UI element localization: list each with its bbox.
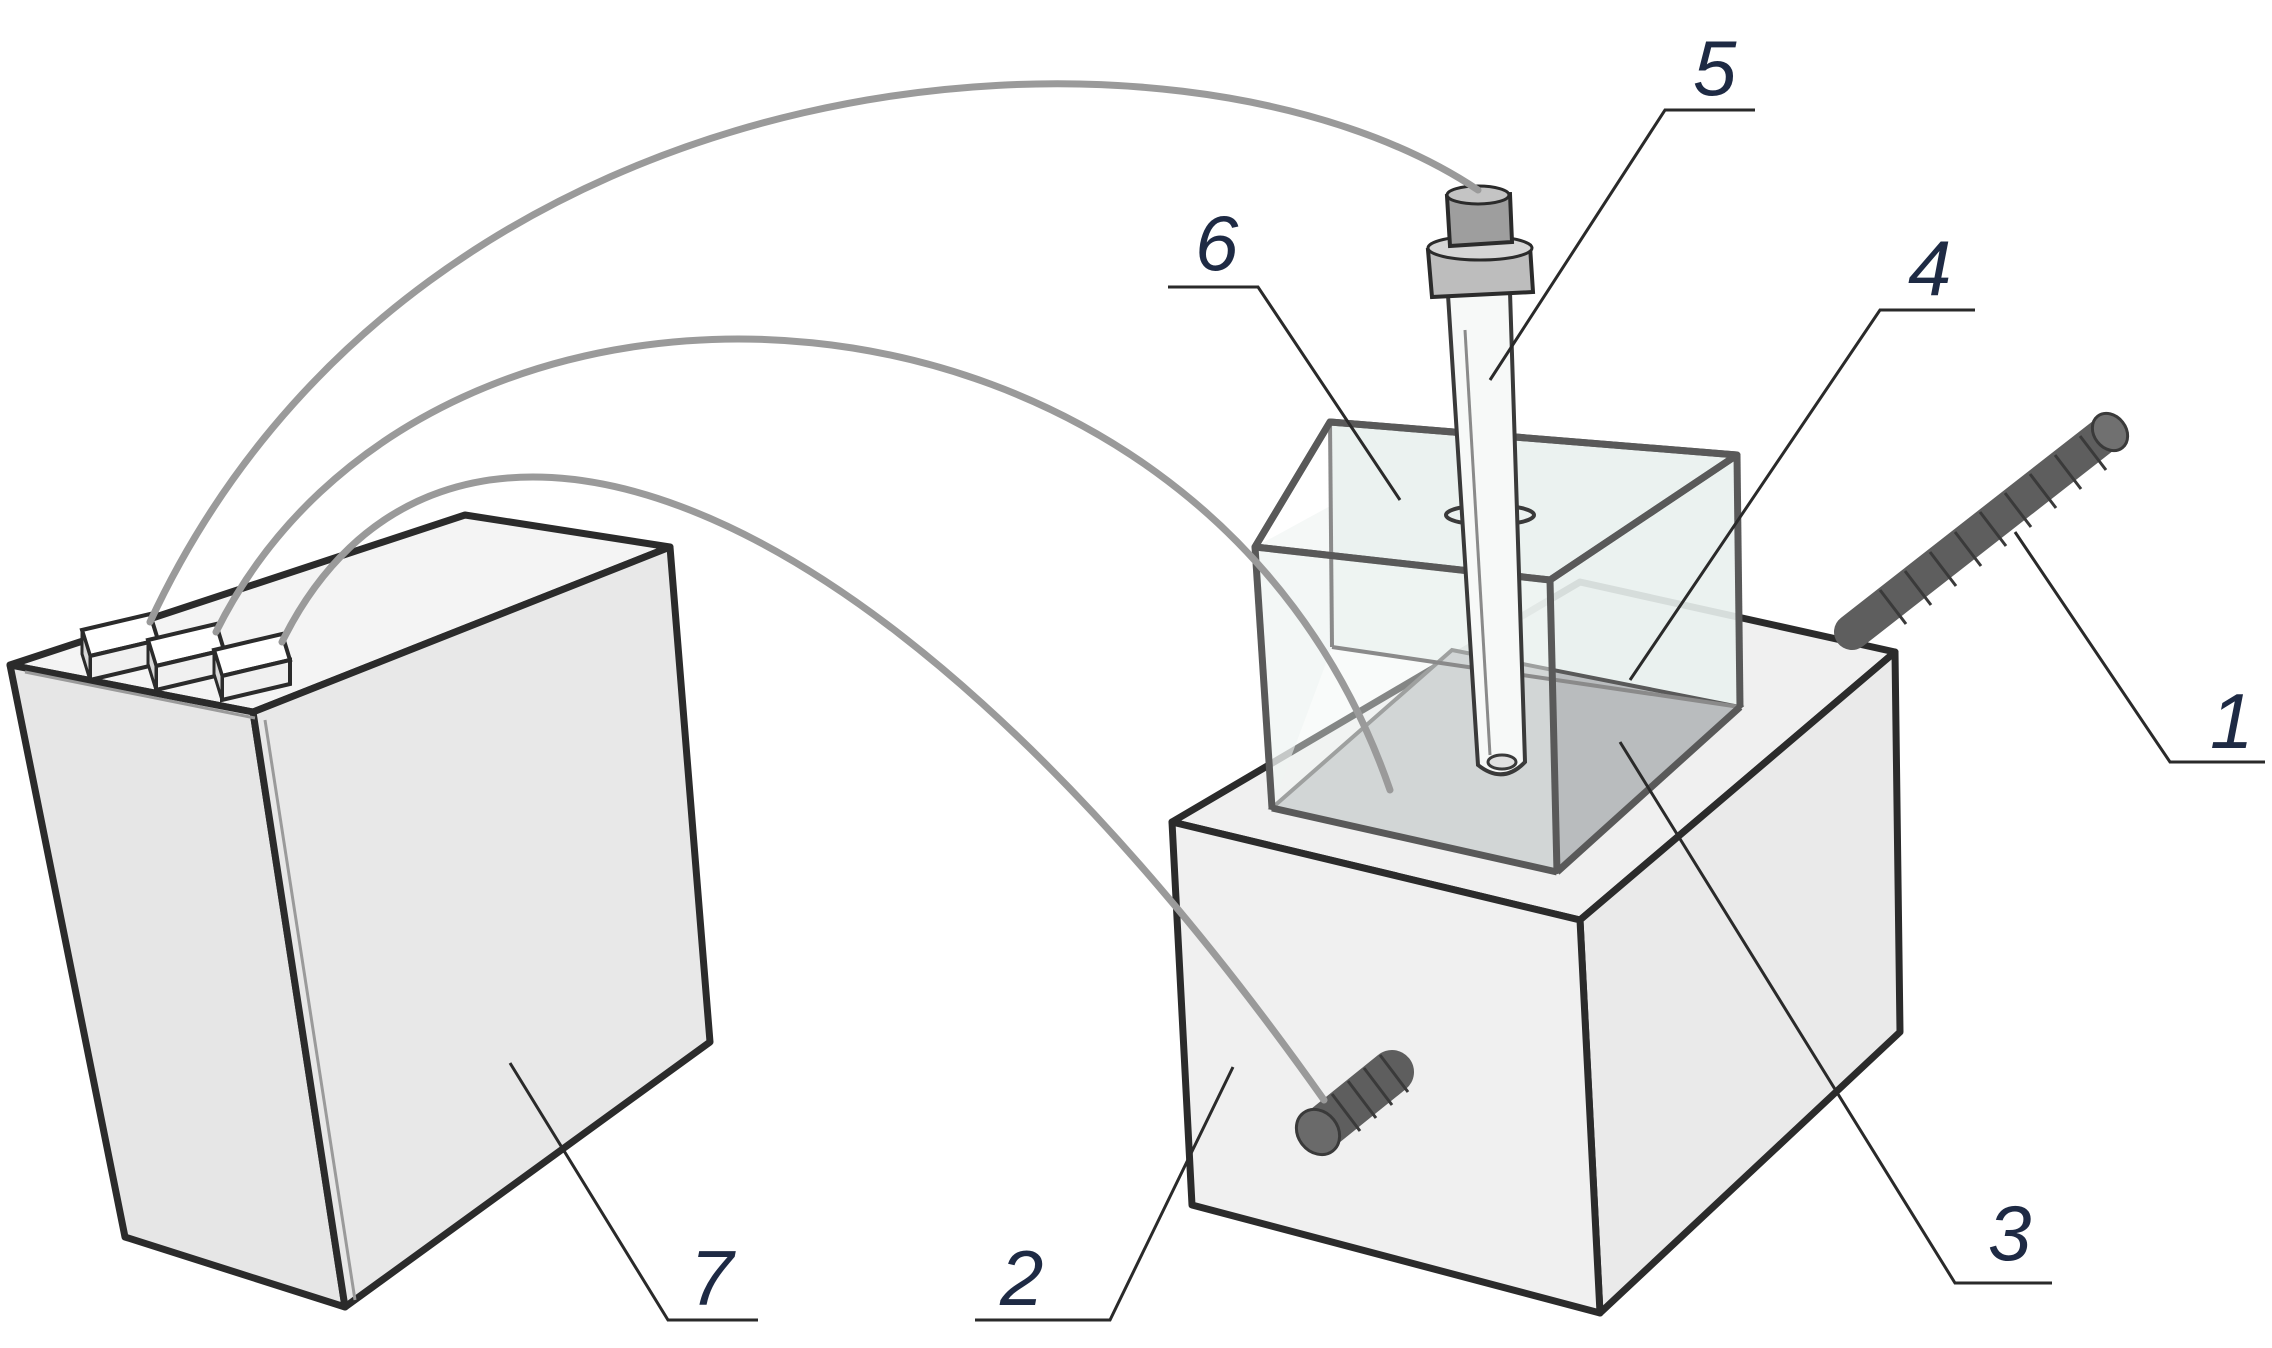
label-7: 7: [690, 1234, 736, 1322]
label-6: 6: [1195, 199, 1239, 287]
wire-to-bath: [212, 335, 1394, 794]
label-1: 1: [2210, 677, 2253, 765]
heating-rod-back: [1834, 411, 2130, 650]
reference-electrode: [1425, 184, 1536, 777]
unit-front-face: [249, 543, 714, 1311]
power-supply-unit: [6, 511, 714, 1311]
terminal-block: [79, 611, 293, 703]
callout-labels: 1 2 3 4 5 6 7: [690, 24, 2253, 1322]
wire-to-electrode: [146, 80, 1482, 626]
connection-wires: [146, 80, 1482, 1104]
label-2: 2: [999, 1234, 1043, 1322]
label-3: 3: [1988, 1189, 2031, 1277]
label-4: 4: [1908, 224, 1951, 312]
wire-to-rod: [278, 473, 1328, 1104]
vessel-back-face: [1330, 422, 1740, 707]
heating-rod-front: [1294, 1050, 1414, 1157]
terminal-3: [211, 631, 293, 703]
leader-lines: [508, 108, 2265, 1322]
label-5: 5: [1693, 24, 1737, 112]
